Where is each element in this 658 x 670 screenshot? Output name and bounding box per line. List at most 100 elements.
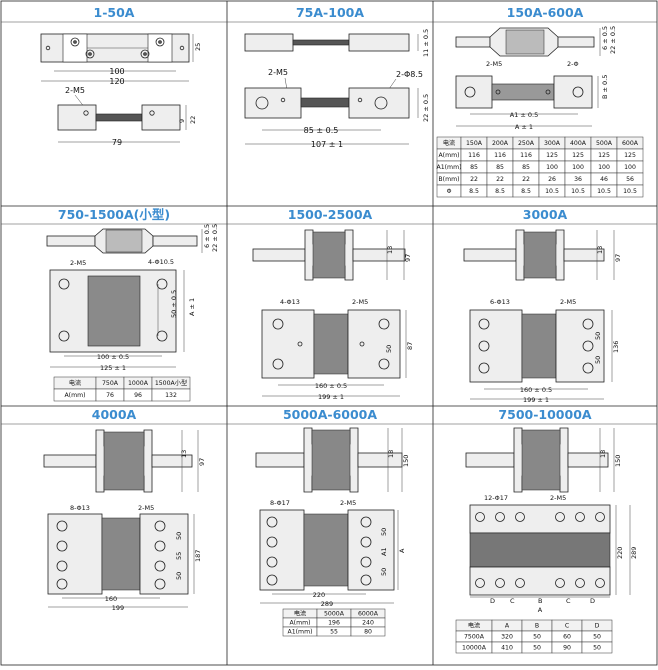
table-value-cell: 100 — [624, 164, 636, 171]
panel-750-1500a: 6 ± 0.5 22 ± 0.5 2-M5 4-Φ10.5 50 ± 0.5 A… — [46, 224, 219, 402]
table-value-cell: 125 — [546, 152, 558, 159]
table-value-cell: 10.5 — [623, 188, 637, 195]
panel-title: 4000A — [92, 407, 137, 422]
dim-label: D — [590, 597, 595, 605]
table-value-cell: 85 — [496, 164, 504, 171]
dim-label: 22 ± 0.5 — [609, 26, 617, 54]
dim-label: C — [510, 597, 515, 605]
dim-label: 50 — [594, 332, 602, 340]
dim-label: 289 — [630, 547, 638, 559]
dim-label: 13 — [596, 246, 604, 254]
hole-row-top — [475, 512, 605, 522]
dim-label: 97 — [404, 254, 412, 262]
table-header-cell: 300A — [544, 140, 561, 147]
dim-label: 87 — [406, 342, 414, 350]
table-value-cell: 50 — [593, 645, 601, 652]
dim-label: 2-Φ8.5 — [396, 70, 423, 79]
dim-label: 100 — [109, 67, 124, 76]
panel-75-100a: 11 ± 0.5 2-M5 2-Φ8.5 22 ± 0.5 85 ± 0.5 1… — [244, 29, 430, 149]
dim-label: 107 ± 1 — [311, 140, 343, 149]
table-header-cell: 500A — [596, 140, 613, 147]
table-header-cell: 电流 — [443, 139, 455, 147]
table-value-cell: 56 — [626, 176, 634, 183]
table-value-cell: 50 — [533, 645, 541, 652]
table-value-cell: Φ — [447, 188, 452, 195]
table-value-cell: 100 — [572, 164, 584, 171]
table-value-cell: 410 — [501, 645, 513, 652]
dim-label: A1 — [380, 547, 388, 556]
table-header-cell: 150A — [466, 140, 483, 147]
dim-label: 160 ± 0.5 — [520, 386, 552, 394]
dim-label: 8-Φ17 — [270, 499, 290, 507]
table-value-cell: A(mm) — [64, 392, 85, 399]
panel-title: 75A-100A — [296, 5, 364, 20]
dim-label: 4-Φ10.5 — [148, 258, 174, 266]
dim-label: 160 — [105, 595, 117, 603]
table-value-cell: 85 — [470, 164, 478, 171]
dim-label: 2-M5 — [138, 504, 154, 512]
table-value-cell: 26 — [548, 176, 556, 183]
dim-label: 4-Φ13 — [280, 298, 300, 306]
dim-label: 50 — [380, 568, 388, 576]
table-header-cell: 250A — [518, 140, 535, 147]
table-value-cell: 50 — [533, 634, 541, 641]
dim-label: 220 — [616, 547, 624, 559]
dim-label: 12-Φ17 — [484, 494, 508, 502]
dim-label: 22 ± 0.5 — [211, 224, 219, 252]
header-bars — [1, 21, 657, 425]
table-header-cell: B — [535, 623, 539, 630]
table-value-cell: 7500A — [464, 634, 485, 641]
dim-label: 2-M5 — [486, 60, 502, 68]
dim-label: A1 ± 0.5 — [510, 111, 539, 119]
dim-label: 2-M5 — [352, 298, 368, 306]
table-cell — [350, 626, 386, 637]
table-header-cell: 1500A小型 — [155, 379, 187, 387]
table-value-cell: 46 — [600, 176, 608, 183]
table-value-cell: 85 — [522, 164, 530, 171]
table-cell — [151, 388, 191, 402]
table-header-cell: 5000A — [324, 611, 345, 618]
table-header-cell: 600A — [622, 140, 639, 147]
table-header-cell: 400A — [570, 140, 587, 147]
dim-label: C — [566, 597, 571, 605]
dim-label: 2-M5 — [560, 298, 576, 306]
dim-label: 2-M5 — [65, 86, 85, 95]
dim-label: 187 — [194, 550, 202, 562]
dim-label: 2-M5 — [70, 259, 86, 267]
table-value-cell: 100 — [598, 164, 610, 171]
table-value-cell: 10.5 — [571, 188, 585, 195]
table-value-cell: 125 — [598, 152, 610, 159]
dim-label: 50 — [380, 528, 388, 536]
panel-3000a: 13 97 6-Φ13 2-M5 50 50 136 160 ± 0.5 199… — [463, 229, 622, 404]
dim-label: A — [398, 548, 406, 553]
dim-label: 79 — [112, 138, 122, 147]
dim-label: 2-Φ — [567, 60, 579, 68]
dim-label-a: A — [538, 606, 543, 614]
table-cell — [616, 184, 644, 198]
table-value-cell: 240 — [362, 620, 374, 627]
dim-label: A ± 1 — [515, 123, 533, 131]
dim-label: 6-Φ13 — [490, 298, 510, 306]
dim-label: 85 ± 0.5 — [304, 126, 339, 135]
dim-label: 125 ± 1 — [100, 364, 126, 372]
dim-label: 100 ± 0.5 — [97, 353, 129, 361]
table-value-cell: 8.5 — [469, 188, 479, 195]
table-header-cell: 1000A — [128, 380, 149, 387]
table-header-cell: 电流 — [294, 610, 306, 618]
dim-label: 50 — [594, 356, 602, 364]
dim-label: 6 ± 0.5 — [203, 224, 211, 248]
dim-label: 55 — [175, 552, 183, 560]
panel-title: 7500-10000A — [498, 407, 591, 422]
dim-label: 150 — [402, 455, 410, 467]
table-value-cell: 22 — [496, 176, 504, 183]
table-value-cell: A(mm) — [438, 152, 459, 159]
dim-label: A ± 1 — [188, 298, 196, 316]
panel-1500-2500a: 13 97 4-Φ13 2-M5 50 87 160 ± 0.5 199 ± 1 — [252, 229, 414, 401]
table-value-cell: 125 — [572, 152, 584, 159]
panel-title: 750-1500A(小型) — [58, 207, 170, 222]
dim-label: 160 ± 0.5 — [315, 382, 347, 390]
table-value-cell: 22 — [522, 176, 530, 183]
